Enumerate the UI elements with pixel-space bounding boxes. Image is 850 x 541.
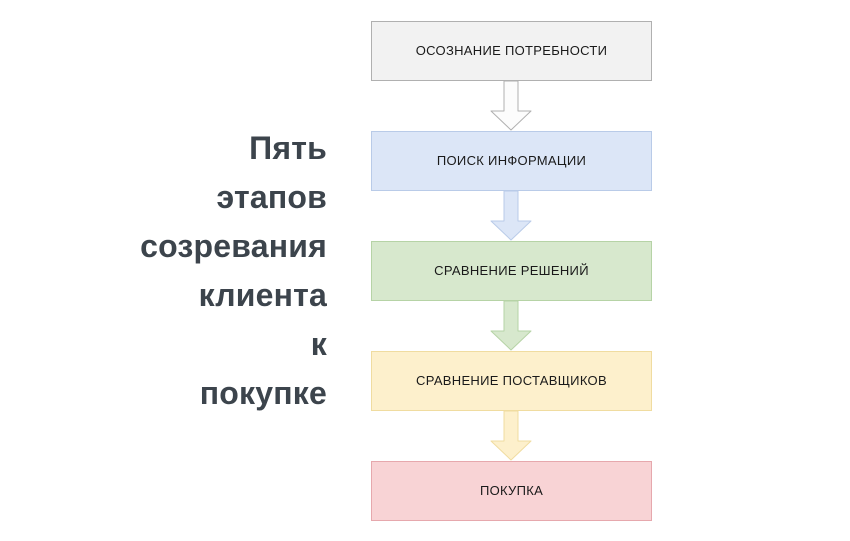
flow-node-4-label: СРАВНЕНИЕ ПОСТАВЩИКОВ: [416, 373, 607, 389]
flow-node-2[interactable]: ПОИСК ИНФОРМАЦИИ: [371, 131, 652, 191]
flow-node-3-label: СРАВНЕНИЕ РЕШЕНИЙ: [434, 263, 589, 279]
flow-node-1[interactable]: ОСОЗНАНИЕ ПОТРЕБНОСТИ: [371, 21, 652, 81]
flow-arrow-3: [490, 301, 532, 351]
flow-node-4[interactable]: СРАВНЕНИЕ ПОСТАВЩИКОВ: [371, 351, 652, 411]
flow-node-5[interactable]: ПОКУПКА: [371, 461, 652, 521]
flow-arrow-1: [490, 81, 532, 131]
flow-node-1-label: ОСОЗНАНИЕ ПОТРЕБНОСТИ: [415, 43, 608, 59]
flow-arrow-2: [490, 191, 532, 241]
flow-node-3[interactable]: СРАВНЕНИЕ РЕШЕНИЙ: [371, 241, 652, 301]
flow-node-5-label: ПОКУПКА: [479, 483, 544, 499]
flowchart: ОСОЗНАНИЕ ПОТРЕБНОСТИ ПОИСК ИНФОРМАЦИИ С…: [371, 21, 652, 521]
flow-node-2-label: ПОИСК ИНФОРМАЦИИ: [436, 153, 587, 169]
flow-arrow-4: [490, 411, 532, 461]
page-title: Пять этапов созревания клиента к покупке: [140, 130, 327, 411]
